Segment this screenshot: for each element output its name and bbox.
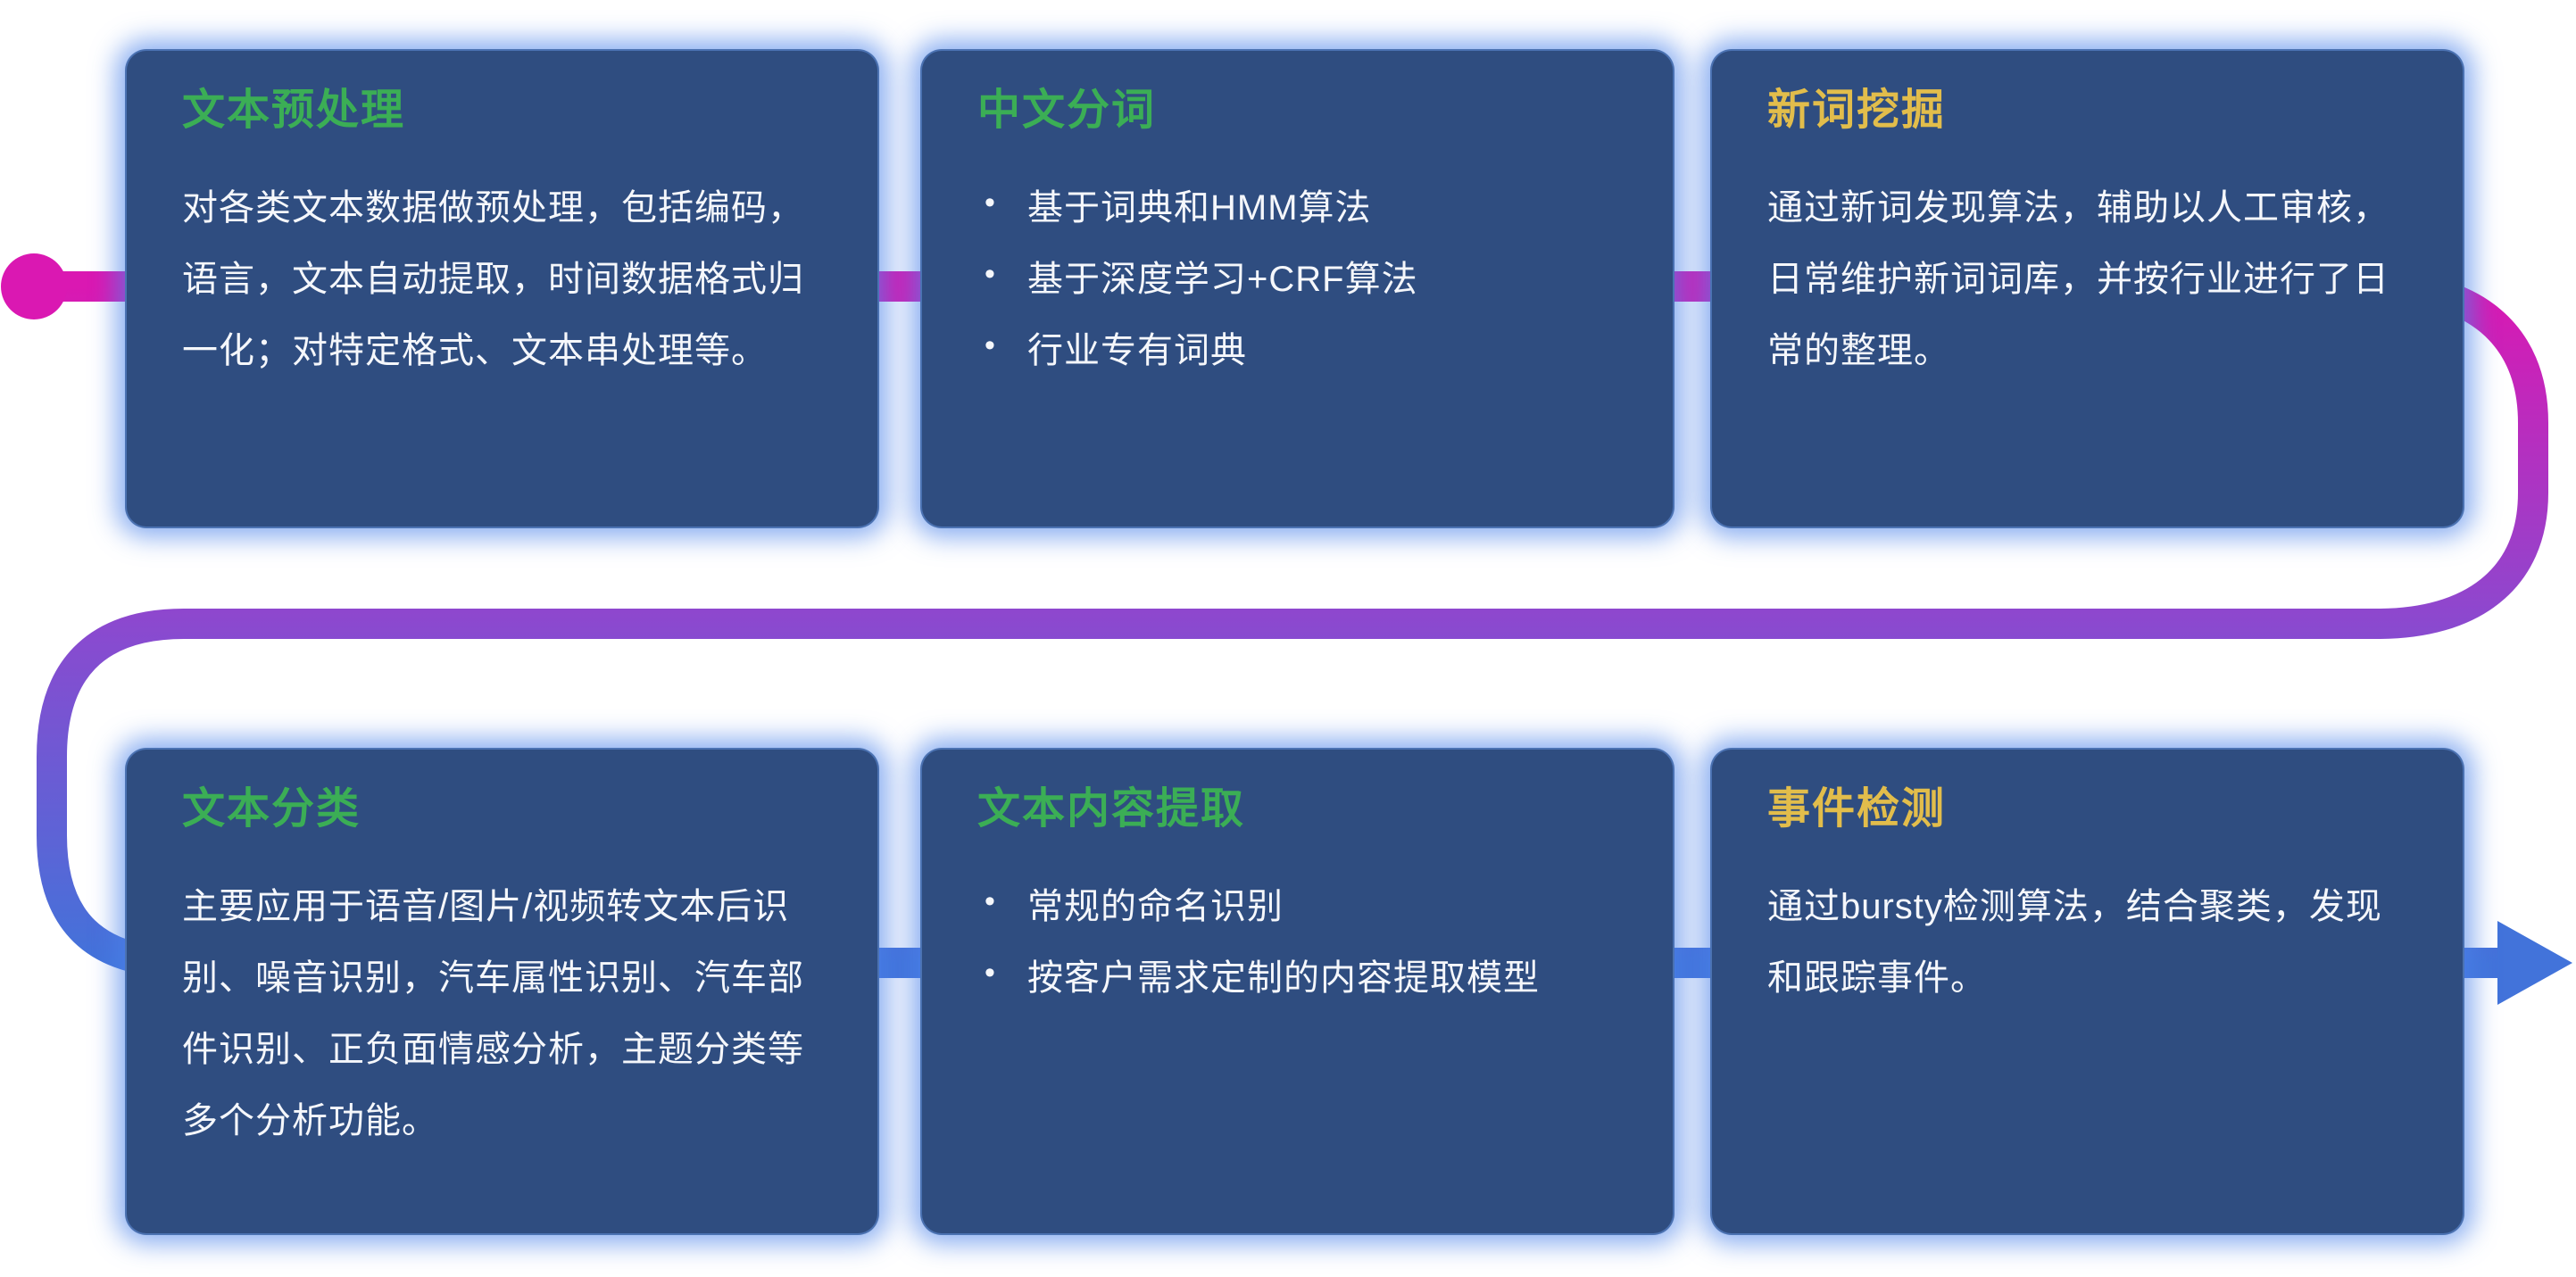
card-title: 文本分类 <box>182 785 361 833</box>
card-text-content-extraction: 文本内容提取 常规的命名识别按客户需求定制的内容提取模型 <box>920 748 1674 1235</box>
bullet-item: 按客户需求定制的内容提取模型 <box>977 942 1617 1014</box>
flow-end-arrow-icon <box>2497 921 2572 1005</box>
flow-start-dot-icon <box>1 253 67 319</box>
card-bullet-list: 常规的命名识别按客户需求定制的内容提取模型 <box>977 871 1617 1014</box>
card-title: 文本预处理 <box>182 87 406 134</box>
card-title: 文本内容提取 <box>977 785 1246 833</box>
bullet-item: 行业专有词典 <box>977 315 1617 386</box>
card-text-preprocessing: 文本预处理 对各类文本数据做预处理，包括编码，语言，文本自动提取，时间数据格式归… <box>125 49 879 528</box>
bullet-item: 基于深度学习+CRF算法 <box>977 244 1617 315</box>
card-body: 主要应用于语音/图片/视频转文本后识别、噪音识别，汽车属性识别、汽车部件识别、正… <box>182 886 804 1140</box>
bullet-item: 常规的命名识别 <box>977 871 1617 942</box>
card-title: 新词挖掘 <box>1767 87 1947 134</box>
card-title: 中文分词 <box>977 87 1157 134</box>
card-chinese-word-segmentation: 中文分词 基于词典和HMM算法基于深度学习+CRF算法行业专有词典 <box>920 49 1674 528</box>
bullet-item: 基于词典和HMM算法 <box>977 172 1617 244</box>
card-body: 通过新词发现算法，辅助以人工审核，日常维护新词词库，并按行业进行了日常的整理。 <box>1767 187 2389 370</box>
card-event-detection: 事件检测 通过bursty检测算法，结合聚类，发现和跟踪事件。 <box>1710 748 2464 1235</box>
card-title: 事件检测 <box>1767 785 1947 833</box>
card-text-classification: 文本分类 主要应用于语音/图片/视频转文本后识别、噪音识别，汽车属性识别、汽车部… <box>125 748 879 1235</box>
card-new-word-mining: 新词挖掘 通过新词发现算法，辅助以人工审核，日常维护新词词库，并按行业进行了日常… <box>1710 49 2464 528</box>
card-bullet-list: 基于词典和HMM算法基于深度学习+CRF算法行业专有词典 <box>977 172 1617 386</box>
flow-path <box>30 271 2548 978</box>
card-body: 对各类文本数据做预处理，包括编码，语言，文本自动提取，时间数据格式归一化；对特定… <box>182 187 804 370</box>
card-body: 通过bursty检测算法，结合聚类，发现和跟踪事件。 <box>1767 886 2382 998</box>
